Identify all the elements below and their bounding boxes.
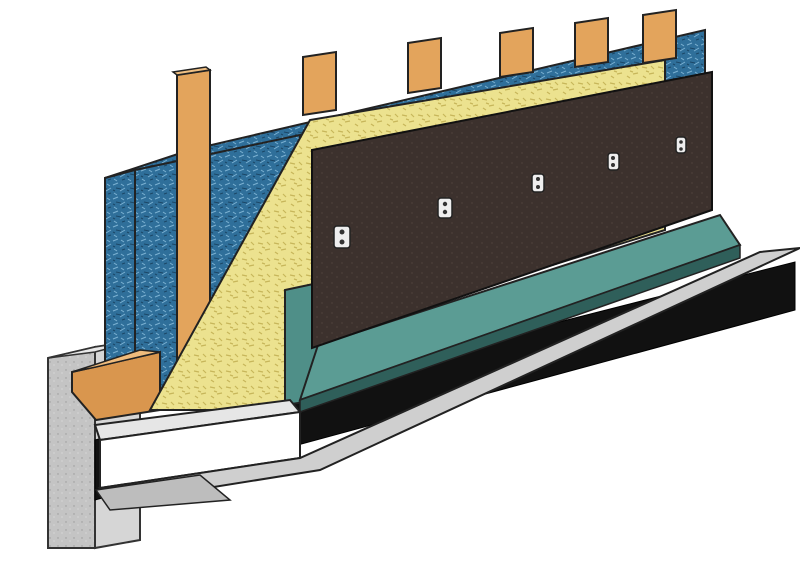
fastener-2 [437, 197, 453, 219]
stud-4 [499, 26, 534, 79]
metal-drip-edge [93, 247, 800, 511]
stud-6 [642, 8, 677, 65]
stud-2 [302, 50, 337, 117]
flashing [284, 213, 742, 414]
stud-5 [574, 16, 609, 69]
studs [171, 8, 677, 387]
fastener-4 [607, 152, 620, 171]
sill-plate [71, 349, 161, 422]
weather-barrier-board [311, 70, 713, 350]
fastener-1 [333, 225, 351, 249]
stud-3 [407, 36, 442, 95]
fastener-5 [675, 136, 687, 154]
fastener-3 [531, 173, 545, 193]
fasteners [333, 136, 687, 249]
